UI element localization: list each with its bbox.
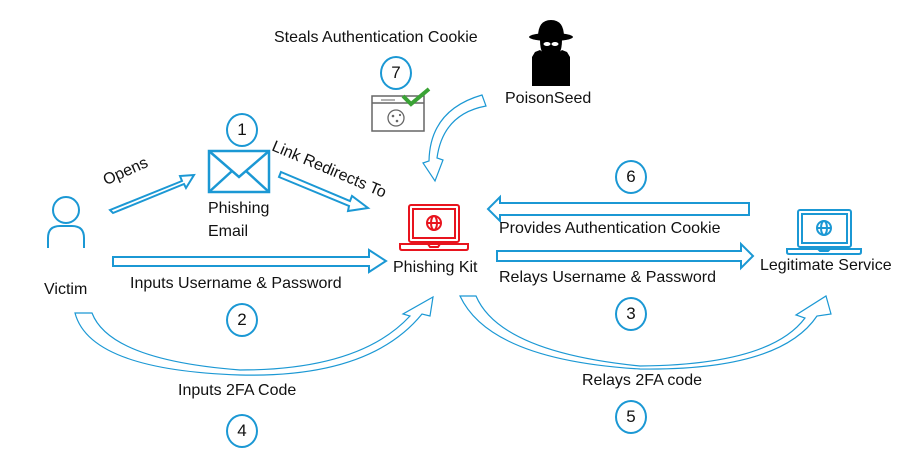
- step-number-1: 1: [226, 113, 258, 147]
- step-number-3: 3: [615, 297, 647, 331]
- arrow-opens: [108, 173, 196, 215]
- step-number-6: 6: [615, 160, 647, 194]
- phishing-kit-label: Phishing Kit: [393, 259, 478, 276]
- step-number-4: 4: [226, 414, 258, 448]
- laptop-globe-icon: [786, 209, 862, 255]
- step-number-5: 5: [615, 400, 647, 434]
- attacker-label: PoisonSeed: [505, 90, 592, 107]
- spy-icon: [529, 20, 573, 86]
- victim-label: Victim: [44, 281, 88, 298]
- email-label-line2: Email: [208, 223, 249, 240]
- envelope-icon: [207, 149, 271, 194]
- step-label-provides-cookie: Provides Authentication Cookie: [499, 220, 721, 237]
- step-number-2: 2: [226, 303, 258, 337]
- step-label-steals-cookie: Steals Authentication Cookie: [274, 29, 478, 46]
- step-label-relays-credentials: Relays Username & Password: [499, 269, 716, 286]
- email-label-line1: Phishing: [208, 200, 270, 217]
- arrow-inputs-credentials: [112, 248, 388, 274]
- laptop-globe-icon: [399, 204, 469, 251]
- arrow-provides-cookie: [486, 194, 750, 224]
- arrow-relays-credentials: [496, 241, 755, 271]
- arrow-link-redirects: [277, 170, 371, 213]
- browser-cookie-check-icon: [371, 87, 431, 132]
- arrow-relays-2fa: [459, 295, 832, 370]
- step-label-inputs-credentials: Inputs Username & Password: [130, 275, 342, 292]
- step-label-relays-2fa: Relays 2FA code: [582, 372, 703, 389]
- arrow-inputs-2fa: [74, 295, 434, 376]
- step-number-7: 7: [380, 56, 412, 90]
- legitimate-service-label: Legitimate Service: [760, 257, 892, 274]
- arrow-steals-cookie: [422, 94, 487, 183]
- user-icon: [47, 196, 85, 248]
- step-label-inputs-2fa: Inputs 2FA Code: [178, 382, 297, 399]
